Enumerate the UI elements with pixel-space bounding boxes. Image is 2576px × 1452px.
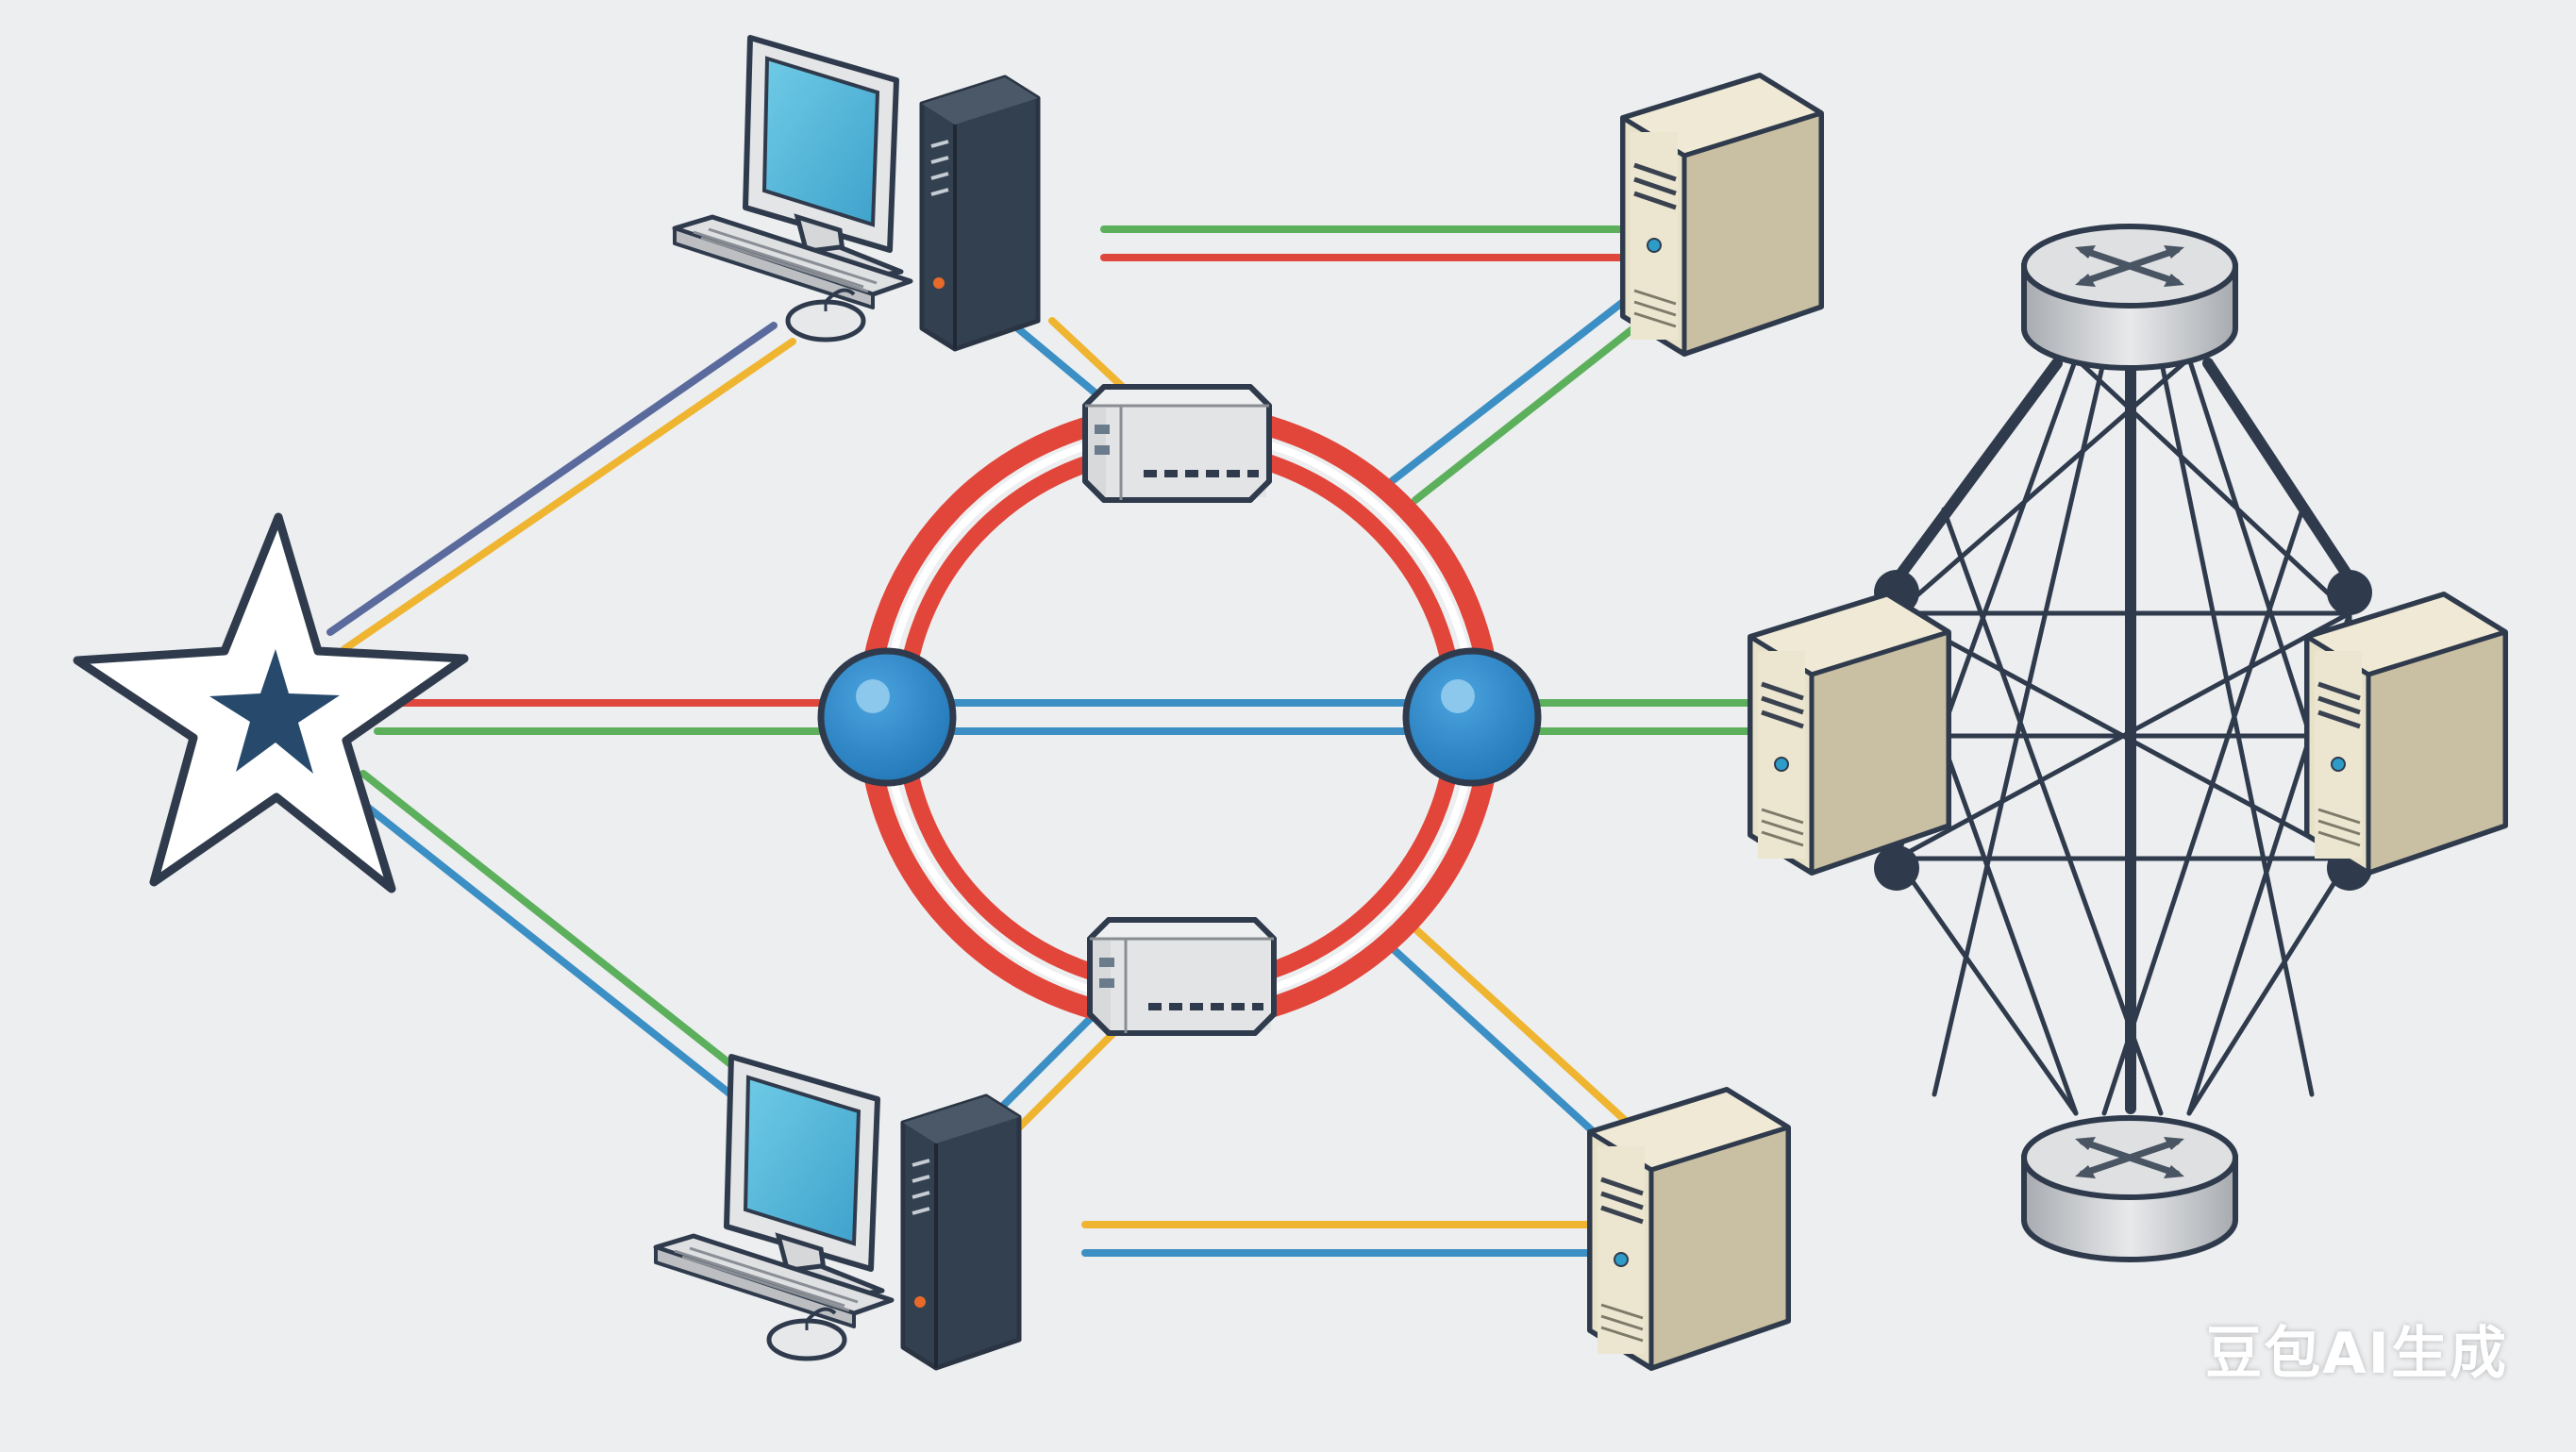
link-star-top-slate — [330, 325, 774, 632]
desktop-computer-icon[interactable] — [675, 38, 1038, 349]
link-desk-hub-yellow — [1052, 321, 1128, 392]
network-hub-icon[interactable] — [1085, 387, 1269, 500]
link-ring-server-blue — [1387, 943, 1604, 1142]
network-hub-icon[interactable] — [1090, 920, 1274, 1033]
router-icon[interactable] — [2024, 226, 2235, 368]
server-tower-icon[interactable] — [2307, 594, 2505, 873]
link-star-top-yellow — [344, 342, 793, 649]
network-node-icon[interactable] — [1406, 651, 1538, 783]
desktop-computer-icon[interactable] — [656, 1057, 1019, 1368]
link-star-bottom-green — [363, 774, 793, 1113]
mesh-junction — [2327, 570, 2372, 615]
link-server-ring-blue — [1392, 302, 1623, 481]
link-ring-server-yellow — [1411, 925, 1628, 1123]
server-tower-icon[interactable] — [1590, 1090, 1788, 1368]
link-desk-hub-blue — [1014, 325, 1099, 396]
link-server-ring-green — [1415, 325, 1637, 500]
server-tower-icon[interactable] — [1623, 75, 1821, 354]
links-layer — [330, 229, 1765, 1253]
watermark-text: 豆包AI生成 — [2205, 1308, 2508, 1390]
link-star-bottom-blue — [349, 793, 778, 1132]
network-node-icon[interactable] — [821, 651, 953, 783]
server-tower-icon[interactable] — [1750, 594, 1949, 873]
mesh-junction — [1874, 845, 1919, 891]
router-icon[interactable] — [2024, 1118, 2235, 1260]
